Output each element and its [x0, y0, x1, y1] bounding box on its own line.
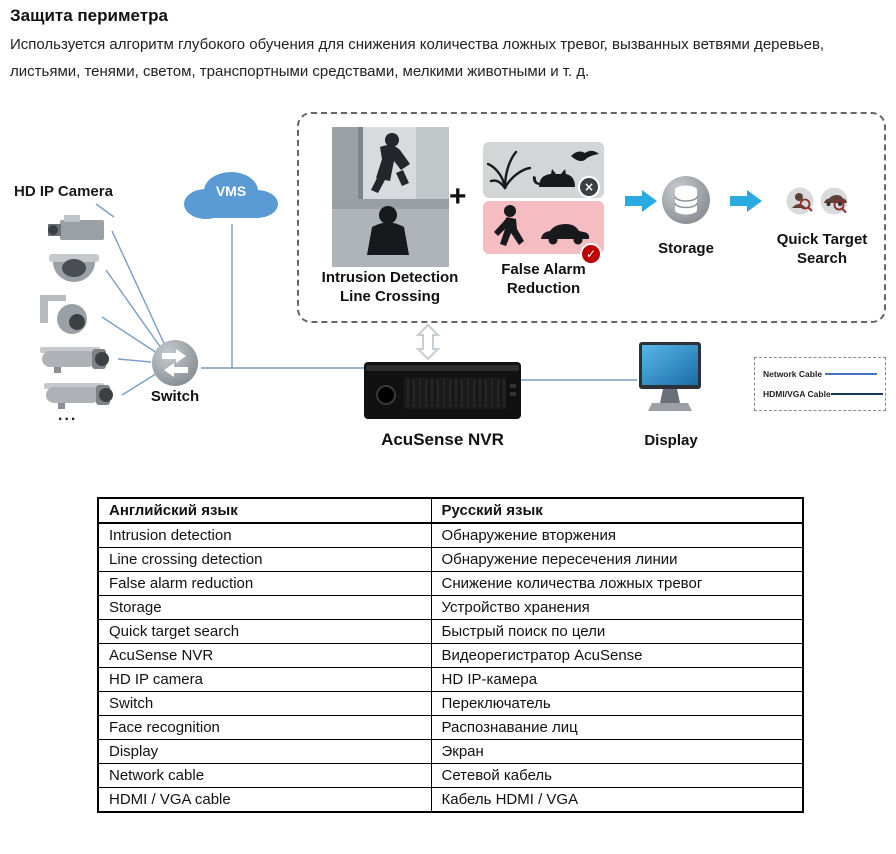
- intro-paragraph: Используется алгоритм глубокого обучения…: [10, 36, 825, 80]
- storage-icon: [662, 176, 710, 224]
- cell-en: Network cable: [97, 763, 432, 788]
- person-search-icon: [786, 187, 814, 215]
- cell-ru: Экран: [430, 739, 804, 764]
- false-alarm-label: False Alarm Reduction: [483, 260, 604, 298]
- nvr-image: [364, 362, 521, 419]
- legend-network-cable: Network Cable: [763, 369, 877, 379]
- switch-label: Switch: [150, 388, 200, 405]
- intrusion-label-line2: Line Crossing: [339, 288, 440, 305]
- sync-arrow-icon: [416, 324, 440, 360]
- cell-en: Quick target search: [97, 619, 432, 644]
- display-label: Display: [644, 432, 698, 449]
- cell-en: HDMI / VGA cable: [97, 787, 432, 813]
- cell-ru: Переключатель: [430, 691, 804, 716]
- cell-en: Line crossing detection: [97, 547, 432, 572]
- legend-network-cable-label: Network Cable: [763, 369, 823, 380]
- filtered-objects-image: [483, 142, 604, 198]
- display-icon: [639, 342, 701, 411]
- translation-table: Английский язык Русский язык Intrusion d…: [97, 497, 804, 813]
- bullet-camera-icon-1: [40, 347, 109, 373]
- legend-hdmi-vga-label: HDMI/VGA Cable: [763, 388, 831, 399]
- false-alarm-label-line2: Reduction: [506, 280, 581, 297]
- cell-en: HD IP camera: [97, 667, 432, 692]
- ptz-camera-icon: [40, 295, 87, 334]
- cell-en: Display: [97, 739, 432, 764]
- vehicle-search-icon: [820, 187, 848, 215]
- cell-ru: Обнаружение вторжения: [430, 522, 804, 548]
- cell-en: Face recognition: [97, 715, 432, 740]
- accept-badge-icon: ✓: [580, 243, 602, 265]
- reject-badge-icon: ×: [578, 176, 600, 198]
- cell-ru: Видеорегистратор AcuSense: [430, 643, 804, 668]
- network-cable-line: [825, 373, 877, 376]
- false-alarm-image: [483, 201, 604, 254]
- cell-ru: Распознавание лиц: [430, 715, 804, 740]
- box-camera-icon: [48, 215, 104, 240]
- intrusion-label-line1: Intrusion Detection: [321, 269, 459, 286]
- intrusion-photo: [332, 127, 449, 267]
- intrusion-detection-label: Intrusion Detection Line Crossing: [300, 268, 480, 306]
- quick-target-label-line2: Search: [796, 250, 848, 267]
- arrow-right-icon: [730, 190, 762, 212]
- cell-ru: Сетевой кабель: [430, 763, 804, 788]
- nvr-label: AcuSense NVR: [381, 430, 504, 449]
- vms-cloud-icon: [184, 172, 278, 219]
- vms-label: VMS: [215, 183, 247, 199]
- cell-ru: Быстрый поиск по цели: [430, 619, 804, 644]
- hdmi-vga-cable-line: [830, 392, 883, 395]
- car-silhouette: [541, 224, 590, 245]
- quick-target-search-label: Quick Target Search: [766, 230, 878, 268]
- cell-en: AcuSense NVR: [97, 643, 432, 668]
- plus-sign: +: [449, 180, 467, 213]
- table-header-ru: Русский язык: [430, 497, 804, 524]
- table-header-row: Английский язык Русский язык: [97, 497, 804, 524]
- cell-en: Switch: [97, 691, 432, 716]
- cell-ru: Обнаружение пересечения линии: [430, 547, 804, 572]
- cat-silhouette: [532, 169, 575, 187]
- cell-en: False alarm reduction: [97, 571, 432, 596]
- bullet-camera-icon-2: [44, 383, 113, 409]
- storage-label: Storage: [658, 240, 714, 257]
- cell-ru: Снижение количества ложных тревог: [430, 571, 804, 596]
- bird-silhouette: [571, 150, 599, 162]
- cell-ru: Устройство хранения: [430, 595, 804, 620]
- legend-hdmi-vga-cable: HDMI/VGA Cable: [763, 388, 883, 399]
- switch-icon: [152, 340, 198, 386]
- pedestrian-silhouette: [494, 205, 524, 246]
- analytics-dashed-panel: [297, 112, 886, 323]
- legend-box: Network Cable HDMI/VGA Cable: [754, 357, 886, 411]
- table-header-en: Английский язык: [97, 497, 432, 524]
- page-title: Защита периметра: [10, 6, 168, 25]
- cell-ru: HD IP-камера: [430, 667, 804, 692]
- cell-ru: Кабель HDMI / VGA: [430, 787, 804, 813]
- quick-target-label-line1: Quick Target: [776, 231, 868, 248]
- cell-en: Storage: [97, 595, 432, 620]
- cell-en: Intrusion detection: [97, 522, 432, 548]
- hd-ip-camera-label: HD IP Camera: [14, 183, 113, 200]
- dome-camera-icon: [49, 254, 99, 282]
- false-alarm-label-line1: False Alarm: [501, 261, 586, 278]
- more-cameras-ellipsis: ...: [58, 407, 78, 424]
- arrow-right-icon: [625, 190, 657, 212]
